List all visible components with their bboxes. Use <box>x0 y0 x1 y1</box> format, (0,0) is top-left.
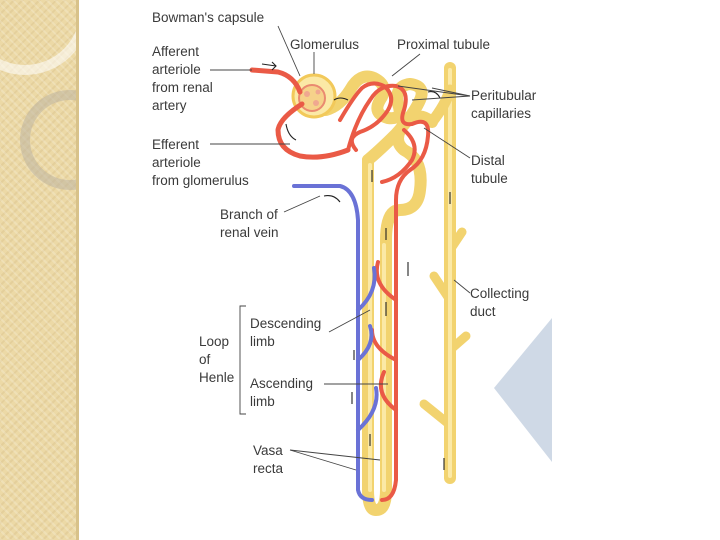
label-collecting-line1: Collecting <box>470 286 529 301</box>
label-efferent-line3: from glomerulus <box>152 173 249 188</box>
label-afferent-line3: from renal <box>152 80 213 95</box>
slide-arrow-shape <box>494 318 552 462</box>
label-afferent-line1: Afferent <box>152 44 199 59</box>
label-proximal-tubule: Proximal tubule <box>397 37 490 52</box>
label-efferent-line2: arteriole <box>152 155 201 170</box>
label-branch-vein-line1: Branch of <box>220 207 278 222</box>
label-peritubular-line1: Peritubular <box>471 88 537 103</box>
label-distal-line1: Distal <box>471 153 505 168</box>
label-distal-line2: tubule <box>471 171 508 186</box>
label-loop-line1: Loop <box>199 334 229 349</box>
label-descending-line1: Descending <box>250 316 321 331</box>
label-descending-line2: limb <box>250 334 275 349</box>
label-branch-vein-line2: renal vein <box>220 225 279 240</box>
label-afferent-line2: arteriole <box>152 62 201 77</box>
collecting-duct <box>424 68 466 478</box>
label-peritubular-line2: capillaries <box>471 106 531 121</box>
bowmans-capsule <box>293 75 335 117</box>
label-ascending-line1: Ascending <box>250 376 313 391</box>
leader-lines <box>210 26 470 470</box>
label-afferent-line4: artery <box>152 98 187 113</box>
label-collecting-line2: duct <box>470 304 496 319</box>
label-bowmans-capsule: Bowman's capsule <box>152 10 264 25</box>
label-ascending-line2: limb <box>250 394 275 409</box>
label-vasa-line1: Vasa <box>253 443 283 458</box>
label-vasa-line2: recta <box>253 461 284 476</box>
label-loop-line3: Henle <box>199 370 234 385</box>
labels: Bowman's capsule Glomerulus Proximal tub… <box>152 10 537 476</box>
label-efferent-line1: Efferent <box>152 137 199 152</box>
label-glomerulus: Glomerulus <box>290 37 359 52</box>
label-loop-line2: of <box>199 352 211 367</box>
